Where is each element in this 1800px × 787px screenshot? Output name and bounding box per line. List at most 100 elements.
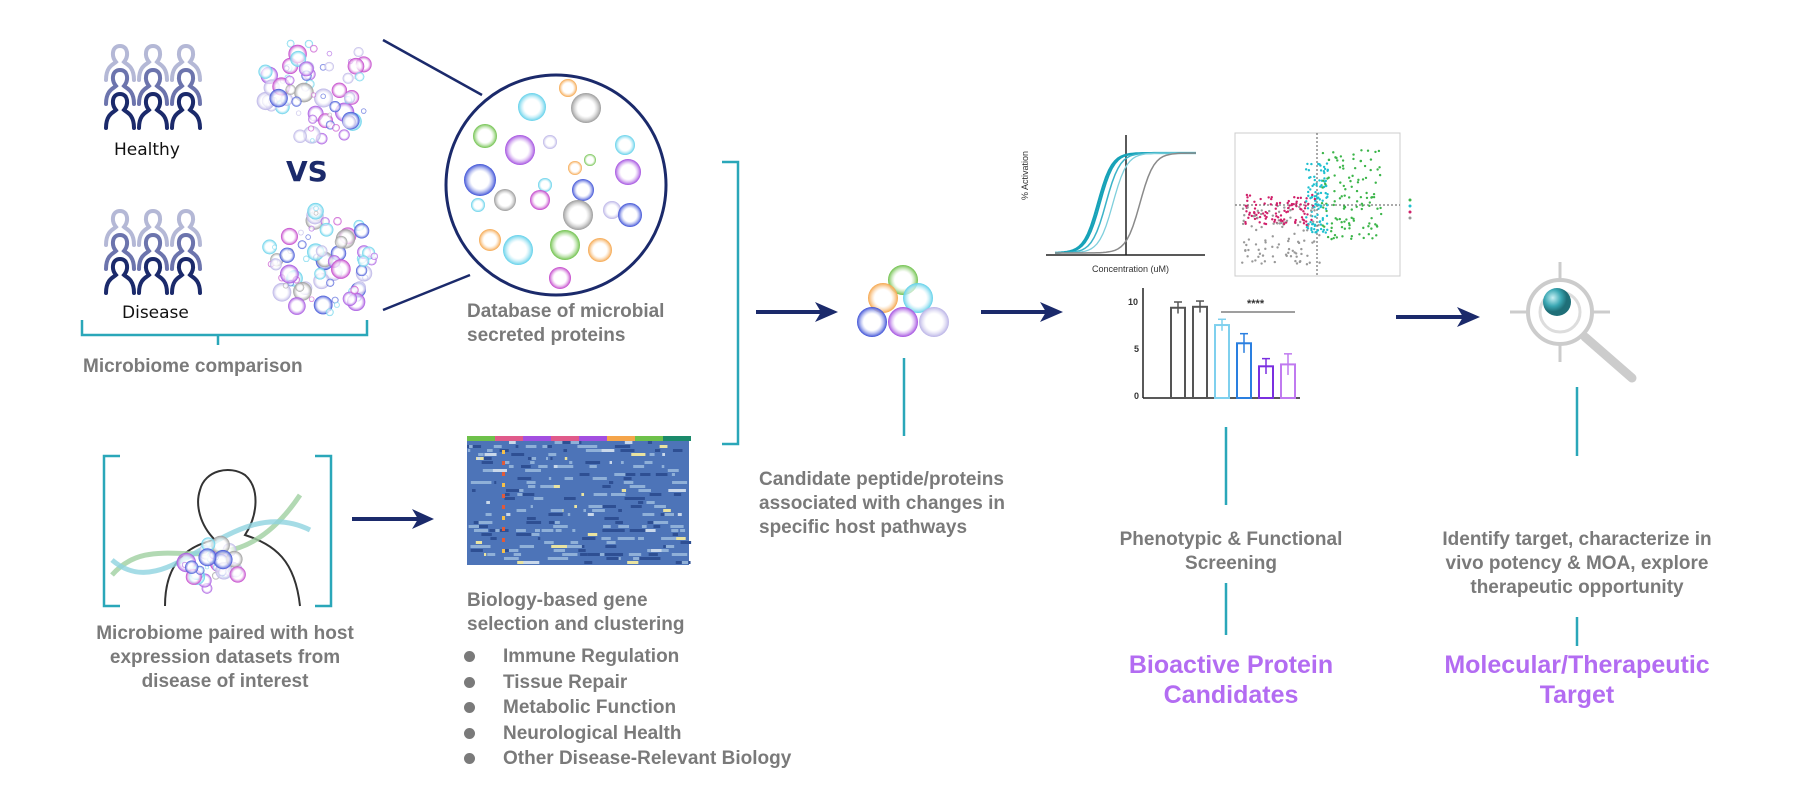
heatmap-cell [601, 449, 615, 452]
microbe [308, 225, 315, 232]
database-label-line: secreted proteins [467, 325, 626, 346]
heatmap-cell [668, 489, 675, 492]
heatmap-cell [468, 525, 479, 528]
scatter-point [1307, 186, 1310, 189]
heatmap-cell [602, 485, 609, 488]
scatter-point [1299, 203, 1302, 206]
person-icon [170, 256, 202, 295]
microbe [320, 93, 326, 99]
heatmap-cell [638, 537, 644, 540]
scatter-point [1310, 227, 1313, 230]
heatmap-cell [673, 489, 686, 492]
microbe [361, 108, 367, 114]
bar-tick-label: 5 [1134, 344, 1140, 354]
scatter-point [1326, 193, 1329, 196]
scatter-point [1379, 206, 1382, 210]
protein-bubble [571, 93, 601, 123]
microbe [332, 123, 340, 132]
heatmap-cell [654, 505, 666, 508]
heatmap-cell [554, 441, 563, 444]
heatmap-cell [583, 509, 587, 512]
heatmap-cell [680, 541, 692, 544]
heatmap-cell [550, 509, 563, 512]
scatter-point [1342, 184, 1345, 188]
microbe [331, 82, 348, 98]
scatter-point [1352, 153, 1355, 156]
heatmap-cell [475, 541, 483, 544]
protein-bubble [530, 190, 550, 210]
heatmap-cell [620, 461, 624, 464]
scatter-point [1264, 210, 1267, 214]
heatmap-cell [548, 453, 557, 456]
person-icon [170, 208, 202, 247]
scatter-point [1317, 162, 1320, 166]
scatter-point [1320, 201, 1324, 205]
heatmap-cell [471, 489, 476, 492]
microbe [324, 61, 334, 72]
microbe [298, 61, 314, 77]
scatter-point [1259, 212, 1263, 216]
scatter-point [1339, 181, 1342, 184]
scatter-point [1263, 222, 1266, 225]
scatter-point [1269, 203, 1273, 206]
scatter-point [1257, 211, 1260, 214]
heatmap-cell [526, 517, 536, 520]
heatmap-cell [636, 497, 645, 500]
microbe [262, 239, 278, 255]
heatmap-cell [605, 485, 611, 488]
microbe [331, 296, 339, 304]
microbe [333, 301, 340, 308]
scatter-point [1313, 195, 1316, 198]
microbe [315, 245, 328, 257]
scatter-point [1374, 223, 1377, 226]
heatmap-cell [600, 505, 616, 508]
significance-label: **** [1247, 298, 1265, 310]
scatter-point [1307, 202, 1310, 206]
list-item: Immune Regulation [460, 644, 791, 670]
microbe [347, 57, 365, 75]
heatmap-cell [615, 521, 622, 524]
microbe [298, 229, 304, 236]
heatmap-cell [553, 525, 568, 528]
heatmap-cell [614, 553, 624, 556]
scatter-point [1304, 204, 1307, 207]
heatmap-cell [502, 461, 505, 465]
person-icon [137, 208, 169, 247]
scatter-point [1359, 159, 1363, 163]
heatmap-cell [592, 477, 607, 480]
scatter-point [1315, 230, 1318, 234]
curve-x-axis-label: Concentration (uM) [1092, 264, 1170, 274]
scatter-point [1370, 196, 1373, 199]
scatter-point [1343, 227, 1347, 230]
heatmap-cell [671, 553, 688, 556]
heatmap-cell [550, 457, 553, 460]
scatter-point [1260, 225, 1263, 229]
microbe [283, 65, 290, 71]
heatmap-cell [551, 545, 567, 548]
heatmap-cell [654, 449, 661, 452]
scatter-point [1271, 214, 1275, 217]
scatter-point [1282, 222, 1286, 226]
heatmap-cell [602, 529, 616, 532]
heatmap-cell [589, 465, 597, 468]
scatter-point [1314, 215, 1317, 218]
heatmap-cell [516, 529, 526, 532]
heatmap-cell [672, 533, 679, 536]
scatter-point [1263, 202, 1266, 205]
heatmap-cell [554, 521, 560, 524]
heatmap-cell [585, 449, 602, 452]
heatmap-cell [495, 529, 500, 532]
gene-label-line: selection and clustering [467, 614, 685, 635]
scatter-point [1319, 191, 1323, 195]
scatter-point [1284, 253, 1288, 256]
scatter-point [1309, 175, 1312, 179]
scatter-point [1246, 199, 1249, 203]
heatmap-cell [477, 481, 492, 484]
scatter-point [1302, 222, 1306, 225]
scatter-point [1305, 220, 1308, 223]
heatmap-cell [652, 513, 655, 516]
scatter-point [1323, 177, 1326, 180]
scatter-point [1248, 194, 1252, 197]
scatter-point [1330, 226, 1333, 230]
heatmap-cell [581, 549, 585, 552]
